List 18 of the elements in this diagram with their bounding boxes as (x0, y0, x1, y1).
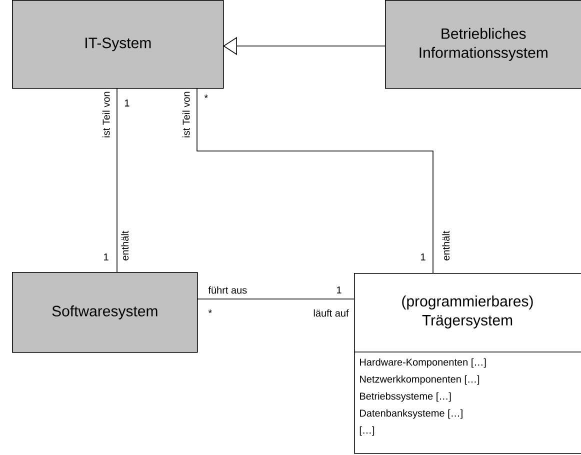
role-label: ist Teil von (102, 92, 110, 138)
multiplicity-label: * (208, 310, 212, 314)
multiplicity-label: 1 (337, 286, 342, 294)
role-label: führt aus (208, 286, 247, 294)
class-box: IT-System (12, 0, 224, 89)
role-label: ist Teil von (182, 92, 190, 138)
class-box: Softwaresystem (12, 272, 198, 353)
class-box: Betriebliches Informationssystem (385, 0, 581, 89)
class-box: (programmierbares) Trägersystem Hardware-Komponenten […] Netzwerkkomponenten […] Betriebssysteme […] Datenbanksysteme […] […] (354, 273, 581, 454)
multiplicity-label: 1 (421, 254, 426, 260)
multiplicity-label: 1 (104, 254, 108, 260)
multiplicity-label: * (204, 94, 208, 98)
role-label: enthält (442, 230, 450, 260)
association-line (116, 88, 118, 272)
role-label: enthält (121, 230, 129, 260)
association-line (196, 298, 354, 300)
multiplicity-label: 1 (124, 100, 130, 106)
association-line (196, 88, 434, 274)
